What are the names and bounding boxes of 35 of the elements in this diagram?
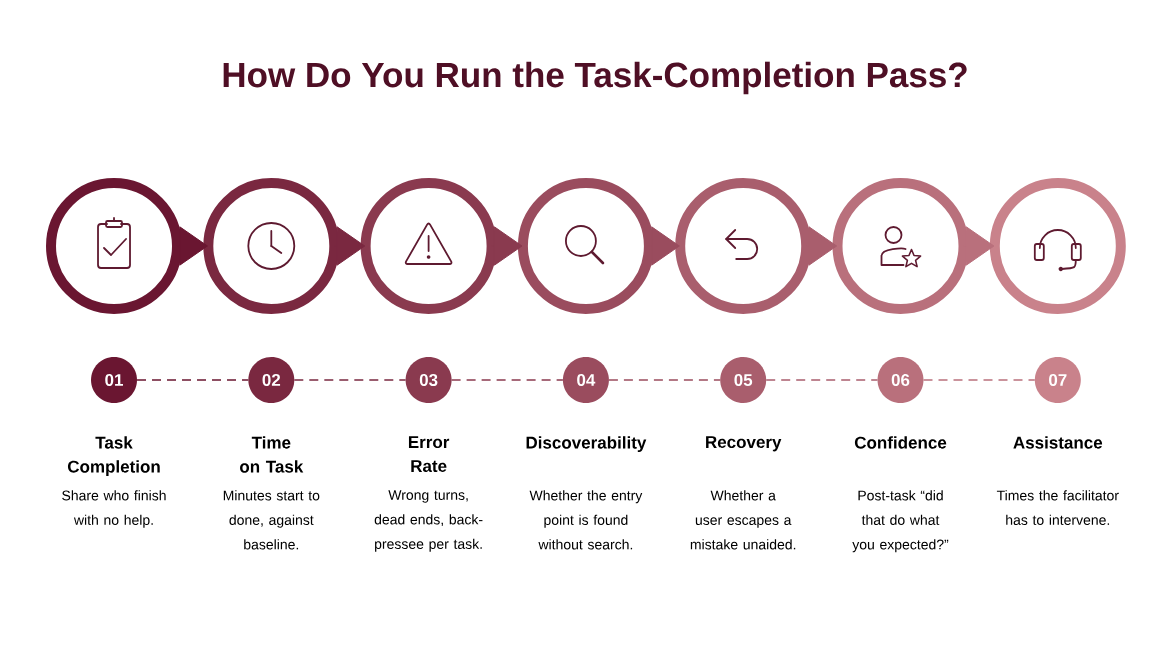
arrow: [805, 226, 838, 266]
step-description: Post-task “did that do what you expected?”: [852, 490, 949, 553]
step-description: Minutes start to done, against baseline.: [223, 490, 320, 550]
step-number: 06: [877, 357, 924, 403]
step-number: 03: [405, 357, 452, 403]
step-description: Wrong turns, dead ends, back-pressee per task.: [374, 490, 483, 552]
step-number: 04: [562, 357, 609, 403]
dashed-line: [293, 379, 407, 381]
step-heading: Task Completion: [67, 436, 160, 477]
step-heading: Error Rate: [408, 436, 450, 473]
step-number: 07: [1034, 357, 1081, 403]
ring-circle: [989, 178, 1126, 314]
arrow: [333, 226, 366, 266]
step-heading: Discoverability: [526, 436, 647, 453]
arrow: [648, 226, 680, 266]
dashed-line: [450, 379, 564, 381]
dashed-line: [136, 379, 250, 381]
step-heading: Confidence: [854, 436, 947, 449]
title: How Do You Run the Task-Completion Pass?: [223, 61, 967, 95]
step-number: 01: [91, 357, 137, 403]
step-heading: Time on Task: [240, 436, 304, 473]
step-description: Times the facilitator has to intervene.: [996, 490, 1119, 525]
step-description: Whether a user escapes a mistake unaided.: [690, 490, 796, 550]
arrow: [963, 226, 995, 266]
dashed-line: [765, 379, 879, 381]
arrow: [491, 226, 523, 266]
step-heading: Assistance: [1013, 436, 1103, 449]
step-heading: Recovery: [706, 436, 782, 452]
step-number: 02: [248, 357, 295, 403]
arrow: [176, 226, 208, 266]
step-description: Whether the entry point is found without search.: [529, 490, 643, 550]
dashed-line: [608, 379, 721, 381]
step-number: 05: [720, 357, 767, 403]
dashed-line: [922, 379, 1036, 381]
step-description: Share who finish with no help.: [62, 490, 166, 528]
